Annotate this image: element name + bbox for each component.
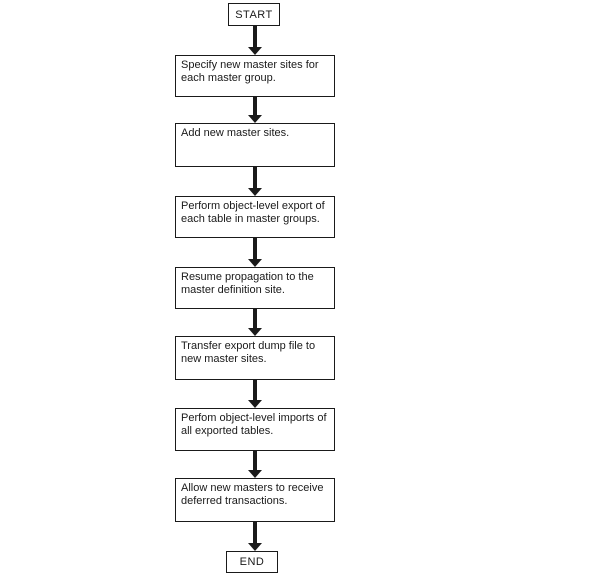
step-box-transfer-dump: Transfer export dump file to new master … <box>175 336 335 380</box>
arrow-stem <box>253 26 257 47</box>
arrow-stem <box>253 309 257 328</box>
step-text: Add new master sites. <box>181 127 290 139</box>
arrow-head-icon <box>248 470 262 478</box>
start-label: START <box>235 8 273 21</box>
step-box-export: Perform object-level export of each tabl… <box>175 196 335 238</box>
arrow-head-icon <box>248 188 262 196</box>
arrow-stem <box>253 97 257 115</box>
step-text: Transfer export dump file to new master … <box>181 340 316 365</box>
step-box-imports: Perfom object-level imports of all expor… <box>175 408 335 451</box>
step-box-specify-sites: Specify new master sites for each master… <box>175 55 335 97</box>
arrow-head-icon <box>248 543 262 551</box>
arrow-head-icon <box>248 328 262 336</box>
step-text: Resume propagation to the master definit… <box>181 271 314 296</box>
step-text: Allow new masters to receive deferred tr… <box>181 482 324 507</box>
flow-arrow <box>248 451 262 478</box>
arrow-head-icon <box>248 400 262 408</box>
end-label: END <box>239 556 265 568</box>
end-node: END <box>226 551 278 573</box>
step-text: Perform object-level export of each tabl… <box>181 200 325 225</box>
flow-arrow <box>248 522 262 551</box>
flow-arrow <box>248 97 262 123</box>
flow-arrow <box>248 26 262 55</box>
step-text: Perfom object-level imports of all expor… <box>181 412 327 437</box>
step-box-resume-propagation: Resume propagation to the master definit… <box>175 267 335 309</box>
step-text: Specify new master sites for each master… <box>181 59 319 84</box>
arrow-stem <box>253 380 257 400</box>
arrow-head-icon <box>248 259 262 267</box>
arrow-head-icon <box>248 115 262 123</box>
step-box-allow-receive: Allow new masters to receive deferred tr… <box>175 478 335 522</box>
start-node: START <box>228 3 280 26</box>
flow-arrow <box>248 380 262 408</box>
arrow-stem <box>253 238 257 259</box>
flow-arrow <box>248 167 262 196</box>
step-box-add-sites: Add new master sites. <box>175 123 335 167</box>
flow-arrow <box>248 309 262 336</box>
arrow-stem <box>253 167 257 188</box>
arrow-stem <box>253 522 257 543</box>
arrow-head-icon <box>248 47 262 55</box>
arrow-stem <box>253 451 257 470</box>
flow-arrow <box>248 238 262 267</box>
